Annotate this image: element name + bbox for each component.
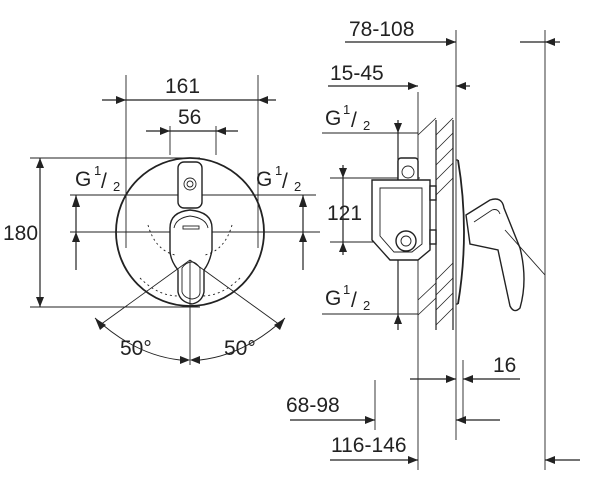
- svg-text:/: /: [282, 170, 288, 193]
- svg-text:2: 2: [363, 298, 370, 313]
- angle-label-left: 50°: [120, 337, 152, 360]
- connection-label-top: G 1 / 2: [325, 102, 370, 133]
- connection-label-left: G 1 / 2: [75, 163, 120, 194]
- lever-side-profile: [465, 198, 525, 312]
- svg-text:2: 2: [294, 179, 301, 194]
- dim-label-56: 56: [178, 106, 201, 129]
- connection-label-right: G 1 / 2: [256, 163, 301, 194]
- svg-text:1: 1: [94, 163, 101, 178]
- dim-label-68-98: 68-98: [286, 394, 340, 417]
- dim-label-180: 180: [3, 222, 38, 245]
- svg-text:2: 2: [363, 118, 370, 133]
- side-view: 78-108 15-45 G 1 / 2 121 G 1 / 2: [286, 18, 580, 470]
- svg-text:/: /: [351, 109, 357, 132]
- svg-text:G: G: [325, 107, 341, 130]
- svg-text:/: /: [351, 289, 357, 312]
- dim-label-121: 121: [327, 202, 362, 225]
- diverter-knob: [177, 161, 203, 209]
- svg-text:1: 1: [343, 282, 350, 297]
- lever-handle: [169, 209, 213, 305]
- dim-label-116-146: 116-146: [331, 434, 407, 457]
- wall-section: [417, 117, 454, 330]
- angle-label-right: 50°: [224, 337, 256, 360]
- dim-label-16: 16: [493, 354, 516, 377]
- svg-text:G: G: [256, 168, 272, 191]
- escutcheon-side-profile: [457, 159, 465, 305]
- svg-text:G: G: [75, 168, 91, 191]
- connection-label-bottom: G 1 / 2: [325, 282, 370, 313]
- svg-text:1: 1: [275, 163, 282, 178]
- svg-text:2: 2: [113, 179, 120, 194]
- dim-label-78-108: 78-108: [349, 18, 414, 41]
- dim-label-161: 161: [165, 75, 200, 98]
- front-view: 161 56 180 G 1 / 2 G 1 / 2: [3, 75, 320, 365]
- svg-text:1: 1: [343, 102, 350, 117]
- valve-body: [371, 157, 437, 261]
- svg-text:G: G: [325, 287, 341, 310]
- dim-label-15-45: 15-45: [330, 62, 384, 85]
- svg-text:/: /: [101, 170, 107, 193]
